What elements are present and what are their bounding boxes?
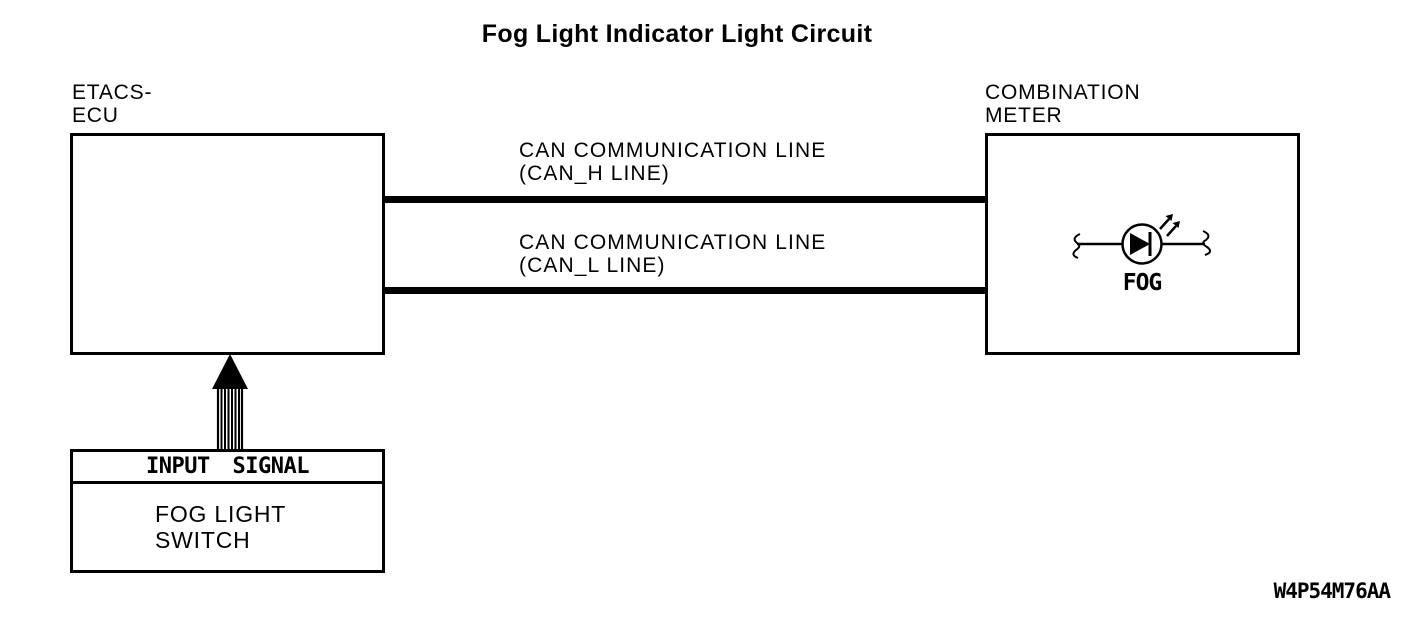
fog-light-switch-box: INPUT SIGNAL FOG LIGHT SWITCH: [70, 449, 385, 573]
can-l-wire-label-line1: CAN COMMUNICATION LINE: [519, 231, 827, 254]
fog-led-indicator-icon: [1063, 200, 1223, 285]
etacs-ecu-label-line1: ETACS-: [72, 81, 153, 104]
can-l-wire-label-line2: (CAN_L LINE): [519, 254, 666, 277]
input-signal-header: INPUT SIGNAL: [73, 452, 382, 484]
can-h-wire-label: CAN COMMUNICATION LINE (CAN_H LINE): [519, 139, 826, 185]
diagram-title: Fog Light Indicator Light Circuit: [481, 20, 873, 48]
combination-meter-label-line2: METER: [985, 104, 1063, 127]
figure-code: W4P54M76AA: [1273, 579, 1391, 603]
can-l-wire: [385, 287, 985, 294]
etacs-ecu-label: ETACS- ECU: [72, 81, 152, 127]
can-h-wire-label-line2: (CAN_H LINE): [519, 162, 670, 185]
etacs-ecu-label-line2: ECU: [72, 104, 119, 127]
can-h-wire-label-line1: CAN COMMUNICATION LINE: [519, 139, 827, 162]
can-h-wire: [385, 196, 985, 203]
combination-meter-label-line1: COMBINATION: [985, 81, 1141, 104]
combination-meter-label: COMBINATION METER: [985, 81, 1140, 127]
etacs-ecu-box: [70, 133, 385, 355]
fog-light-switch-label-line1: FOG LIGHT: [155, 501, 287, 527]
fog-light-switch-label: FOG LIGHT SWITCH: [73, 484, 382, 553]
can-l-wire-label: CAN COMMUNICATION LINE (CAN_L LINE): [519, 231, 826, 277]
fog-light-switch-label-line2: SWITCH: [155, 527, 251, 553]
input-signal-arrow-icon: [205, 352, 255, 452]
fog-indicator-label: FOG: [1122, 270, 1163, 296]
